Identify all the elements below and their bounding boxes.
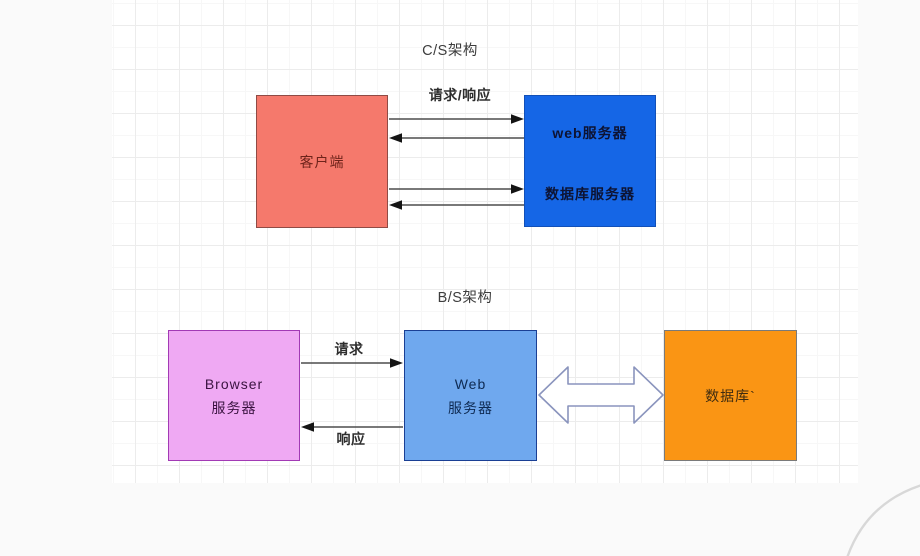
web-label-line1: Web: [454, 375, 487, 392]
web-server-label: web服务器: [552, 125, 628, 141]
cs-server-box: web服务器 数据库服务器: [524, 95, 656, 227]
response-label: 响应: [336, 431, 366, 447]
cs-section-title: C/S架构: [422, 43, 478, 59]
database-label: 数据库`: [705, 387, 756, 404]
request-response-label: 请求/响应: [428, 87, 492, 103]
web-label-line2: 服务器: [448, 399, 493, 416]
corner-arc: [846, 484, 920, 556]
database-server-label: 数据库服务器: [545, 186, 635, 202]
database-box: 数据库`: [664, 330, 797, 461]
client-label: 客户端: [299, 153, 345, 170]
client-box: 客户端: [256, 95, 388, 228]
bs-section-title: B/S架构: [437, 290, 493, 306]
browser-box: Browser 服务器: [168, 330, 300, 461]
bs-web-server-box: Web 服务器: [404, 330, 537, 461]
request-label: 请求: [334, 341, 364, 357]
browser-label-line2: 服务器: [211, 399, 257, 416]
browser-label-line1: Browser: [204, 375, 264, 392]
